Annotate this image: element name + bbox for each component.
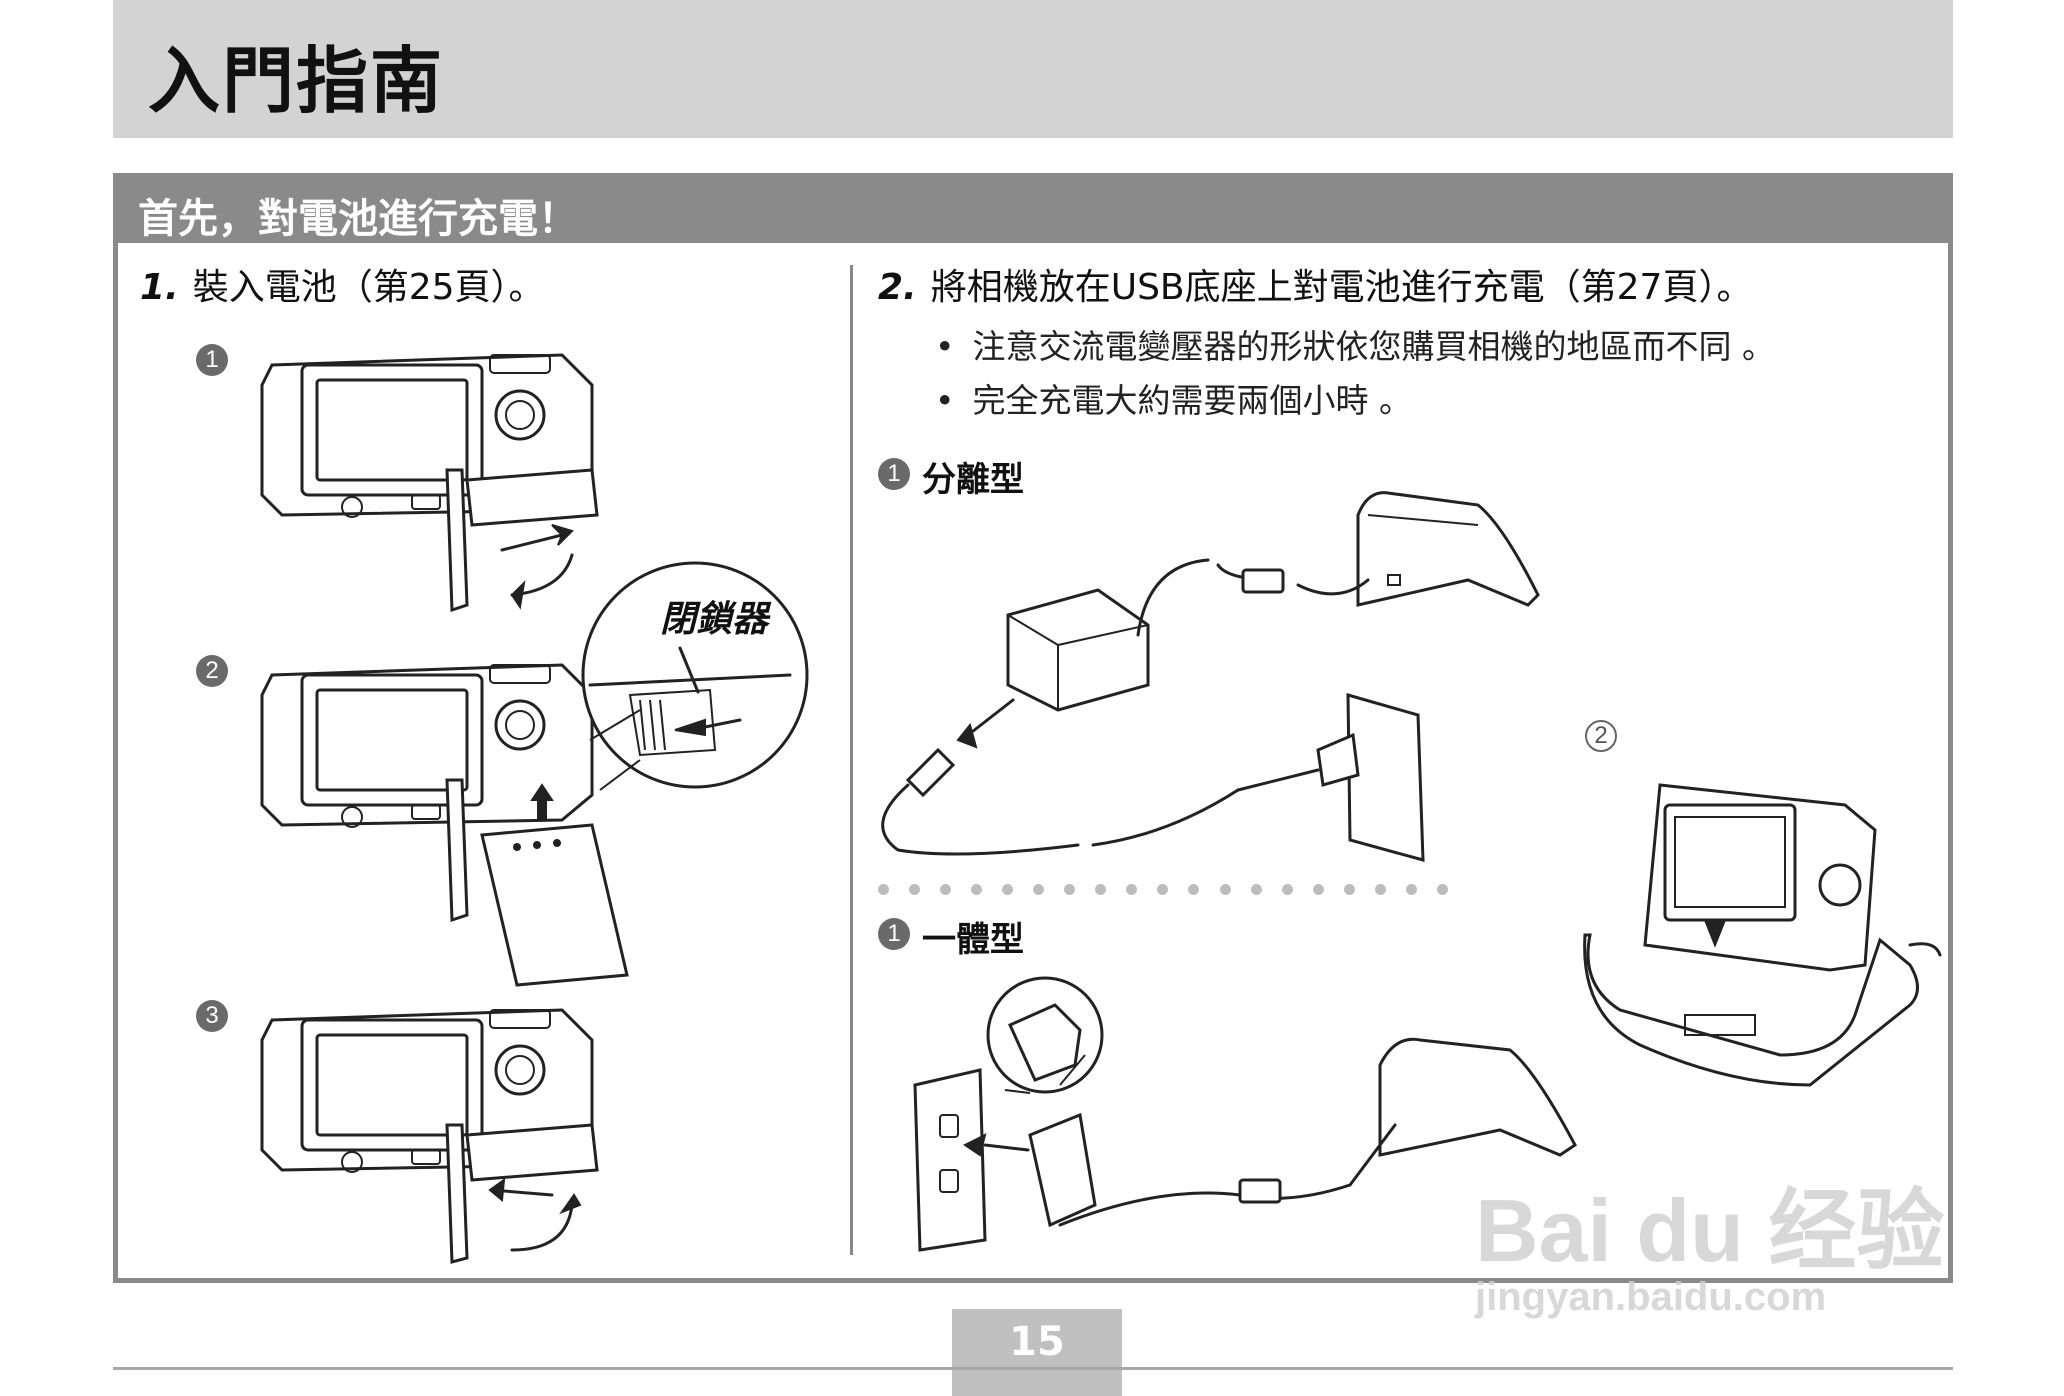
charging-section: 首先，對電池進行充電！ [113, 173, 1953, 1283]
marker-2: 2 [196, 655, 228, 687]
page-number-box: 15 [952, 1309, 1122, 1396]
camera-on-dock-illustration [1583, 783, 1942, 1087]
camera-close-cover-illustration [260, 1008, 599, 1264]
bullet-item: • 完全充電大約需要兩個小時 。 [935, 374, 1412, 422]
title-bar: 入門指南 [113, 0, 1953, 138]
zoom-connector [589, 709, 641, 791]
bullet-text: 注意交流電變壓器的形狀依您購買相機的地區而不同 。 [972, 327, 1775, 366]
watermark-brand: Bai du 经验 [1475, 1181, 1945, 1280]
column-divider [850, 265, 853, 1255]
separate-type-label: 分離型 [922, 460, 1024, 500]
camera-insert-battery-illustration [260, 663, 629, 987]
step-1-text: 裝入電池（第25頁）。 [192, 267, 545, 308]
footer-rule [113, 1367, 1953, 1370]
bullet-text: 完全充電大約需要兩個小時 。 [972, 381, 1412, 420]
marker-integrated: 1 [878, 918, 910, 950]
separate-adapter-illustration [881, 491, 1540, 862]
dotted-separator [878, 884, 1448, 898]
marker-1: 1 [196, 344, 228, 376]
step-2-number: 2. [878, 267, 917, 308]
integrated-adapter-illustration [913, 976, 1577, 1252]
marker-dock-step: 2 [1585, 720, 1617, 752]
step-1-number: 1. [140, 267, 179, 308]
marker-3: 3 [196, 1000, 228, 1032]
bullet-dot: • [935, 381, 955, 420]
page-title: 入門指南 [148, 39, 445, 123]
latch-label: 閉鎖器 [660, 599, 769, 640]
marker-separate: 1 [878, 458, 910, 490]
bullet-item: • 注意交流電變壓器的形狀依您購買相機的地區而不同 。 [935, 320, 1775, 368]
bullet-dot: • [935, 327, 955, 366]
page-number: 15 [1009, 1319, 1065, 1365]
latch-zoom-illustration [581, 561, 809, 789]
watermark-url: jingyan.baidu.com [1475, 1275, 1827, 1319]
section-header: 首先，對電池進行充電！ [118, 178, 1948, 243]
step-2: 2. 將相機放在USB底座上對電池進行充電（第27頁）。 [878, 258, 1752, 310]
step-2-text: 將相機放在USB底座上對電池進行充電（第27頁）。 [930, 267, 1753, 308]
step-1: 1. 裝入電池（第25頁）。 [140, 258, 545, 310]
camera-open-cover-illustration [260, 353, 599, 613]
section-heading: 首先，對電池進行充電！ [138, 196, 578, 242]
integrated-type-label: 一體型 [922, 920, 1024, 960]
